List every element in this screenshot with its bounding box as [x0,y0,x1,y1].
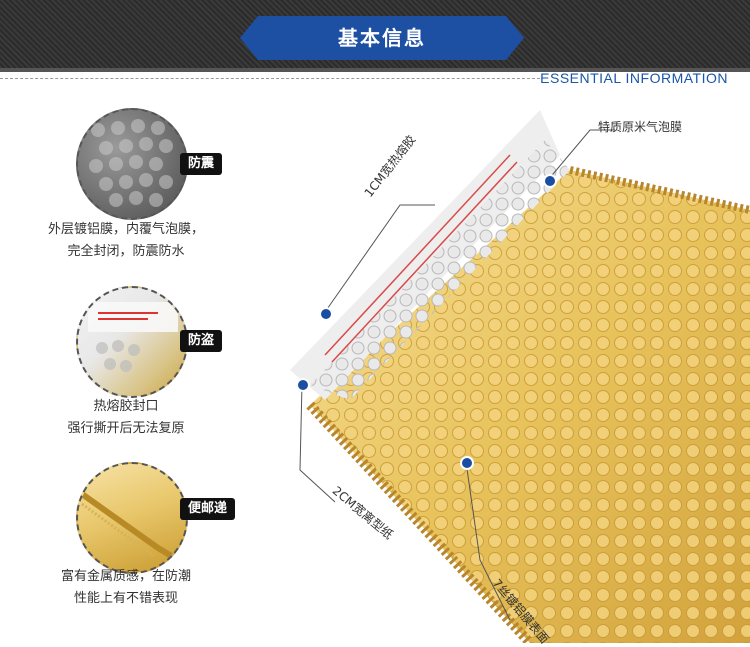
divider-line [0,78,540,79]
callout-lines [299,129,615,621]
feature-desc-line: 完全封闭，防震防水 [67,244,185,259]
callout-dot-film [543,174,557,188]
release-paper-print [324,154,518,363]
feature-desc-antitheft: 热熔胶封口 强行撕开后无法复原 [46,396,206,440]
feature-desc-line: 热熔胶封口 [93,399,159,414]
feature-desc-line: 外层镀铝膜，内覆气泡膜， [47,222,204,237]
badge-antitheft: 防盗 [180,330,223,352]
callout-film: 特质原米气泡膜 [598,120,683,134]
feature-desc-line: 富有金属质感，在防潮 [60,569,191,584]
badge-mailing: 便邮递 [180,498,236,520]
callout-dot-glue [319,307,333,321]
seal-strip-icon [88,302,178,372]
gold-bubble-pattern [310,170,750,643]
header-strip [0,68,750,72]
bubble-mailer-illustration [290,110,750,643]
crinkle-edge-left [306,401,534,643]
crinkle-edge-top [569,166,750,214]
callout-dot-surface [460,456,474,470]
feature-desc-line: 性能上有不错表现 [73,591,178,606]
title-badge: 基本信息 [240,16,524,60]
badge-shockproof: 防震 [180,153,223,175]
feature-desc-shockproof: 外层镀铝膜，内覆气泡膜， 完全封闭，防震防水 [46,219,206,263]
bubble-pattern-icon [89,119,173,207]
feature-image-mailing [76,462,188,574]
feature-desc-line: 强行撕开后无法复原 [67,421,185,436]
page-title: 基本信息 [338,26,426,50]
title-badge-shape [240,16,524,60]
feature-desc-mailing: 富有金属质感，在防潮 性能上有不错表现 [46,566,206,610]
feature-image-antitheft [76,286,188,398]
feature-image-shockproof [76,108,188,220]
english-title: ESSENTIAL INFORMATION [540,70,728,86]
callout-dot-paper [296,378,310,392]
silver-film-shape [310,140,570,400]
gold-edge-icon [80,491,180,563]
release-paper-shape [290,110,560,400]
